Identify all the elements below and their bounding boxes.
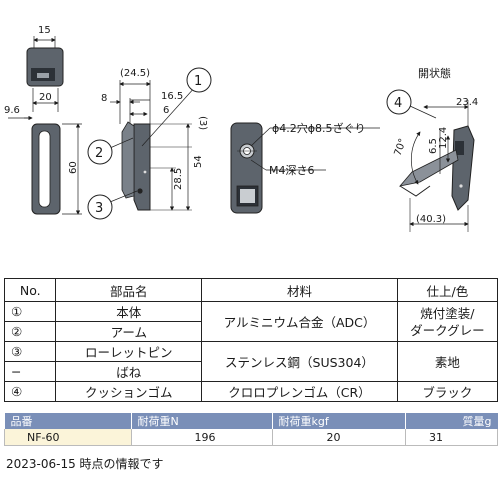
header-no: No.: [3, 278, 57, 302]
load-kgf-value: 20: [271, 429, 405, 446]
part-material: アルミニウム合金（ADC）: [201, 301, 398, 342]
dim-width-top: 15: [38, 25, 51, 36]
dim-23-4: 23.4: [456, 97, 478, 108]
callout-4: 4: [394, 96, 402, 111]
dim-height-front: 60: [68, 161, 79, 174]
part-name: アーム: [55, 321, 203, 342]
dim-40-3: (40.3): [416, 214, 446, 225]
dim-54: 54: [193, 155, 204, 168]
header-mass: 質量g: [404, 413, 498, 429]
top-view: 15: [26, 25, 64, 87]
footer-note: 2023-06-15 時点の情報です: [6, 457, 164, 471]
table-row: ③ ローレットピン ステンレス鋼（SUS304） 素地: [3, 341, 499, 382]
table-row: NF-60 196 20 31: [4, 429, 498, 446]
dim-side-offset: 9.6: [4, 105, 20, 116]
callout-2: 2: [95, 146, 103, 161]
part-no: ①: [3, 301, 57, 322]
open-state-view: 開状態 4 23.4 70° 6.5 12.4 (40.3): [386, 66, 478, 232]
table-row: − ばね: [3, 361, 498, 382]
part-material: ステンレス鋼（SUS304）: [201, 341, 398, 382]
spec-table: 品番 耐荷重N 耐荷重kgf 質量g NF-60 196 20 31: [4, 413, 498, 446]
header-model-number: 品番: [4, 413, 131, 429]
table-row: ① 本体 アルミニウム合金（ADC） 焼付塗装/ ダークグレー: [3, 301, 499, 342]
dim-8: 8: [101, 93, 107, 104]
header-load-kgf: 耐荷重kgf: [271, 413, 405, 429]
header-load-n: 耐荷重N: [130, 413, 272, 429]
dim-6-5: 6.5: [428, 138, 439, 154]
part-finish-line-1: 焼付塗装/: [420, 305, 475, 321]
dim-6: 6: [163, 105, 169, 116]
dim-3-paren: (3): [197, 116, 208, 130]
part-no: ②: [3, 321, 57, 342]
part-finish: 素地: [396, 341, 499, 382]
technical-drawing: 15 20 9.6 60 (24.5) 8 16.5 6: [4, 25, 478, 232]
header-part-name: 部品名: [55, 278, 203, 302]
part-finish: ブラック: [396, 381, 499, 402]
callout-3: 3: [95, 201, 103, 216]
open-state-label: 開状態: [418, 66, 451, 80]
part-material: クロロプレンゴム（CR）: [201, 381, 398, 402]
part-finish-line-2: ダークグレー: [410, 322, 485, 338]
dim-total-depth: (24.5): [120, 68, 150, 79]
part-name: 本体: [55, 301, 203, 322]
part-finish: 焼付塗装/ ダークグレー: [396, 301, 499, 342]
dim-width-front: 20: [39, 92, 52, 103]
dim-70deg: 70°: [393, 137, 409, 157]
front-view: 20 9.6 60: [4, 88, 82, 215]
part-no: −: [3, 361, 57, 382]
table-row: ④ クッションゴム クロロプレンゴム（CR） ブラック: [3, 381, 499, 402]
spec-table-header: 品番 耐荷重N 耐荷重kgf 質量g: [4, 413, 498, 429]
header-finish: 仕上/色: [396, 278, 499, 302]
dim-16-5: 16.5: [161, 91, 183, 102]
table-row: ② アーム: [3, 321, 498, 342]
dim-28-5: 28.5: [173, 168, 184, 190]
hole-spec: ϕ4.2穴ϕ8.5ざぐり: [272, 121, 366, 135]
part-name: ローレットピン: [55, 341, 203, 362]
mass-value: 31: [404, 429, 498, 446]
parts-table-header: No. 部品名 材料 仕上/色: [3, 278, 499, 302]
model-number: NF-60: [4, 429, 131, 446]
parts-table: No. 部品名 材料 仕上/色 ① 本体 アルミニウム合金（ADC） 焼付塗装/…: [3, 278, 499, 402]
dim-12-4: 12.4: [438, 127, 449, 149]
part-name: ばね: [55, 361, 203, 382]
back-view: ϕ4.2穴ϕ8.5ざぐり M4深さ6: [230, 121, 380, 214]
part-name: クッションゴム: [55, 381, 203, 402]
callout-1: 1: [194, 74, 202, 89]
side-view: (24.5) 8 16.5 6 (3) 54 28.5 1 2 3: [87, 67, 212, 220]
load-n-value: 196: [130, 429, 272, 446]
header-material: 材料: [201, 278, 398, 302]
part-no: ③: [3, 341, 57, 362]
part-no: ④: [3, 381, 57, 402]
thread-spec: M4深さ6: [269, 164, 315, 177]
